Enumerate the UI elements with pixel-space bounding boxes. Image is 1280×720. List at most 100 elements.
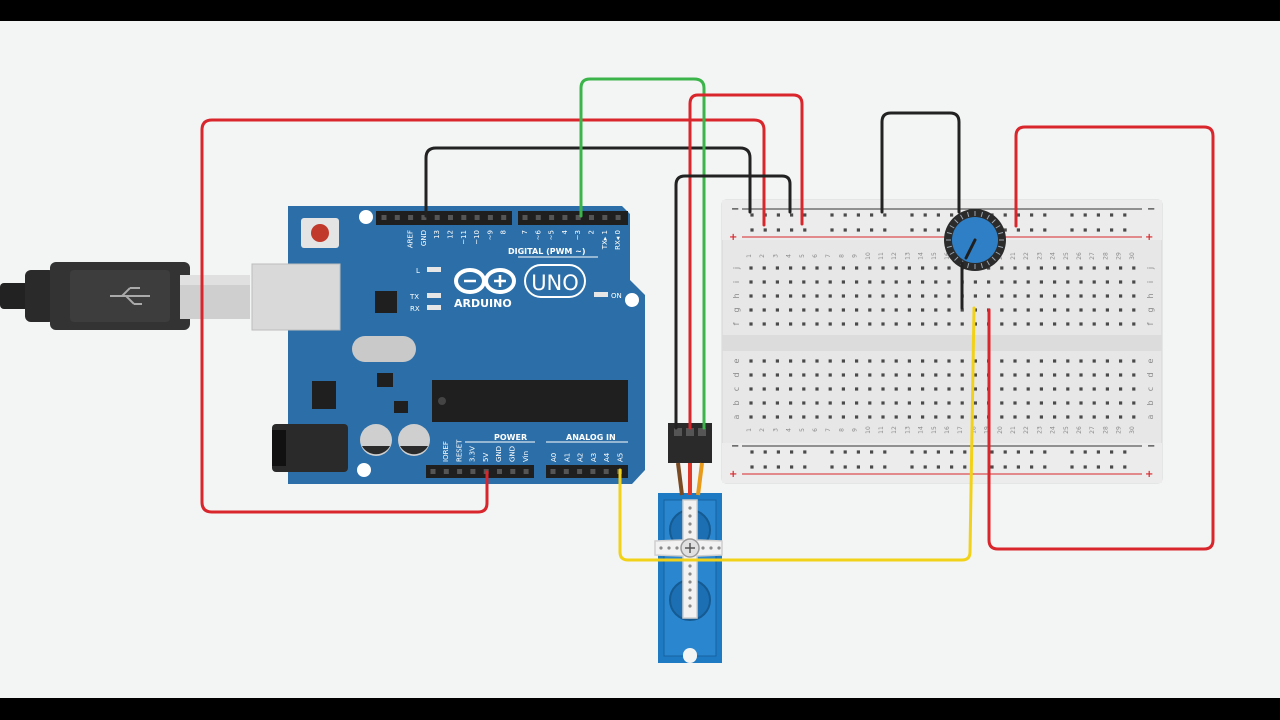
breadboard-hole[interactable] — [855, 308, 859, 312]
breadboard-hole[interactable] — [1026, 359, 1030, 363]
rail-hole[interactable] — [1043, 213, 1047, 217]
breadboard-hole[interactable] — [947, 387, 951, 391]
rail-hole[interactable] — [1003, 213, 1007, 217]
breadboard-hole[interactable] — [789, 294, 793, 298]
breadboard-hole[interactable] — [921, 359, 925, 363]
rail-hole[interactable] — [1083, 465, 1087, 469]
rail-hole[interactable] — [1110, 228, 1114, 232]
breadboard-hole[interactable] — [815, 280, 819, 284]
wire-5v-to-rail[interactable] — [200, 118, 766, 514]
breadboard-hole[interactable] — [802, 401, 806, 405]
digital-pin-hole[interactable] — [381, 215, 387, 220]
breadboard-hole[interactable] — [960, 373, 964, 377]
digital-pin-hole[interactable] — [434, 215, 440, 220]
breadboard-hole[interactable] — [881, 387, 885, 391]
breadboard-hole[interactable] — [749, 294, 753, 298]
breadboard-hole[interactable] — [855, 415, 859, 419]
breadboard-hole[interactable] — [1026, 415, 1030, 419]
digital-pin-hole[interactable] — [589, 215, 594, 220]
breadboard-hole[interactable] — [947, 266, 951, 270]
rail-hole[interactable] — [1110, 465, 1114, 469]
breadboard-hole[interactable] — [947, 280, 951, 284]
breadboard-hole[interactable] — [1066, 359, 1070, 363]
rail-hole[interactable] — [750, 213, 754, 217]
breadboard-hole[interactable] — [789, 387, 793, 391]
breadboard-hole[interactable] — [1119, 294, 1123, 298]
rail-hole[interactable] — [910, 228, 914, 232]
breadboard-hole[interactable] — [1013, 415, 1017, 419]
rail-hole[interactable] — [1030, 465, 1034, 469]
breadboard-hole[interactable] — [934, 280, 938, 284]
breadboard-hole[interactable] — [775, 280, 779, 284]
breadboard-hole[interactable] — [1132, 266, 1136, 270]
breadboard-hole[interactable] — [1079, 280, 1083, 284]
breadboard-hole[interactable] — [973, 401, 977, 405]
breadboard-hole[interactable] — [1119, 359, 1123, 363]
breadboard-hole[interactable] — [815, 359, 819, 363]
rail-hole[interactable] — [936, 465, 940, 469]
digital-pin-hole[interactable] — [448, 215, 453, 220]
breadboard-hole[interactable] — [934, 294, 938, 298]
breadboard-hole[interactable] — [1000, 387, 1004, 391]
breadboard-hole[interactable] — [934, 322, 938, 326]
breadboard-hole[interactable] — [1000, 294, 1004, 298]
breadboard-hole[interactable] — [921, 266, 925, 270]
breadboard-hole[interactable] — [934, 266, 938, 270]
rail-hole[interactable] — [936, 450, 940, 454]
breadboard-hole[interactable] — [947, 294, 951, 298]
breadboard-hole[interactable] — [1119, 322, 1123, 326]
breadboard-hole[interactable] — [1053, 280, 1057, 284]
breadboard-hole[interactable] — [1013, 401, 1017, 405]
rail-hole[interactable] — [1070, 228, 1074, 232]
digital-pin-hole[interactable] — [535, 215, 541, 220]
breadboard-hole[interactable] — [868, 308, 872, 312]
rail-hole[interactable] — [803, 213, 807, 217]
rail-hole[interactable] — [856, 450, 860, 454]
breadboard-hole[interactable] — [802, 294, 806, 298]
breadboard-hole[interactable] — [1013, 294, 1017, 298]
digital-pin-hole[interactable] — [549, 215, 555, 220]
rail-hole[interactable] — [1003, 228, 1007, 232]
breadboard-hole[interactable] — [1053, 294, 1057, 298]
breadboard-hole[interactable] — [973, 415, 977, 419]
rail-hole[interactable] — [856, 228, 860, 232]
breadboard-hole[interactable] — [828, 266, 832, 270]
breadboard-hole[interactable] — [894, 415, 898, 419]
breadboard-hole[interactable] — [828, 280, 832, 284]
breadboard-hole[interactable] — [1092, 373, 1096, 377]
power-pin-hole[interactable] — [497, 469, 502, 474]
rail-hole[interactable] — [830, 213, 834, 217]
breadboard-hole[interactable] — [907, 294, 911, 298]
breadboard-hole[interactable] — [1066, 387, 1070, 391]
breadboard-hole[interactable] — [1013, 308, 1017, 312]
rail-hole[interactable] — [750, 228, 754, 232]
breadboard-hole[interactable] — [868, 415, 872, 419]
rail-hole[interactable] — [830, 465, 834, 469]
breadboard-hole[interactable] — [947, 308, 951, 312]
breadboard-hole[interactable] — [934, 308, 938, 312]
breadboard-hole[interactable] — [762, 294, 766, 298]
breadboard-hole[interactable] — [1026, 280, 1030, 284]
breadboard-hole[interactable] — [1079, 401, 1083, 405]
breadboard-hole[interactable] — [921, 322, 925, 326]
breadboard-hole[interactable] — [1132, 387, 1136, 391]
breadboard-hole[interactable] — [1105, 322, 1109, 326]
breadboard-hole[interactable] — [947, 322, 951, 326]
breadboard-hole[interactable] — [789, 401, 793, 405]
breadboard-hole[interactable] — [1000, 415, 1004, 419]
breadboard-hole[interactable] — [789, 415, 793, 419]
rail-hole[interactable] — [870, 465, 874, 469]
digital-pin-hole[interactable] — [408, 215, 414, 220]
breadboard-hole[interactable] — [1013, 322, 1017, 326]
breadboard-hole[interactable] — [960, 415, 964, 419]
breadboard-hole[interactable] — [1026, 294, 1030, 298]
breadboard-hole[interactable] — [841, 359, 845, 363]
breadboard-hole[interactable] — [1066, 294, 1070, 298]
rail-hole[interactable] — [1096, 213, 1100, 217]
breadboard-hole[interactable] — [1013, 359, 1017, 363]
breadboard-hole[interactable] — [1105, 401, 1109, 405]
breadboard-hole[interactable] — [841, 308, 845, 312]
rail-hole[interactable] — [790, 450, 794, 454]
rail-hole[interactable] — [1110, 213, 1114, 217]
